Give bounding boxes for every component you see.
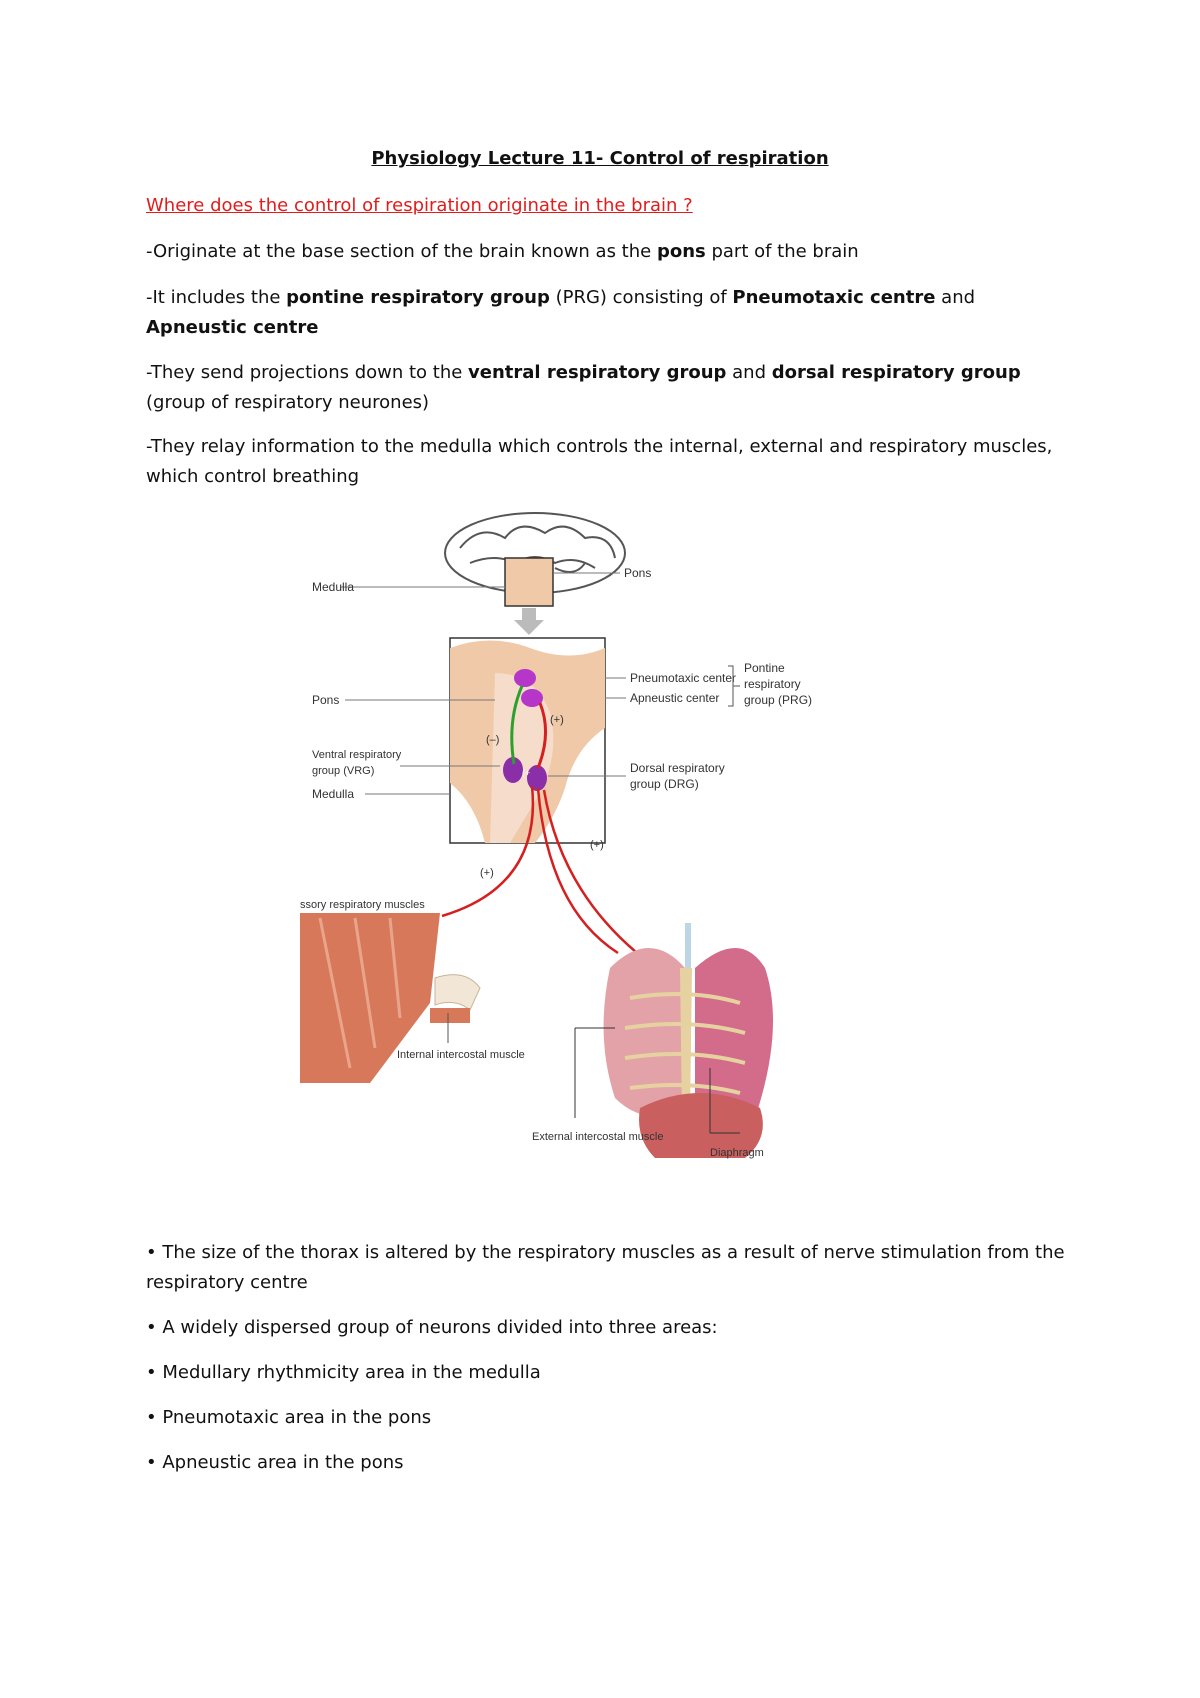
drg-marker [527,765,547,791]
paragraph-prg: -It includes the pontine respiratory gro… [146,287,976,338]
paragraph-projections: -They send projections down to the ventr… [146,362,1021,413]
pneumotaxic-center-marker [514,669,536,687]
down-arrow-icon [514,608,544,635]
label-prg-line2: respiratory [744,677,801,691]
label-accessory: ssory respiratory muscles [300,899,425,911]
paragraph-pons-origin: -Originate at the base section of the br… [146,241,859,262]
diaphragm-shape [639,1093,763,1158]
label-apneustic: Apneustic center [630,691,719,705]
label-external-intercostal: External intercostal muscle [532,1131,663,1143]
label-plus-center: (+ [522,768,530,778]
label-minus: (–) [486,734,499,746]
accessory-muscle-shape [300,913,440,1083]
bullet-three-areas: • A widely dispersed group of neurons di… [146,1317,718,1338]
label-diaphragm: Diaphragm [710,1147,764,1159]
section-question: Where does the control of respiration or… [146,195,693,216]
trachea-shape [685,923,691,973]
label-medulla-mid: Medulla [312,787,354,801]
label-plus-pons: (+) [550,714,564,726]
label-medulla-top: Medulla [312,580,354,594]
left-lung-shape [695,948,773,1121]
right-lung-shape [603,948,685,1116]
label-plus-left: (+) [480,867,494,879]
apneustic-center-marker [521,689,543,707]
label-vrg-line1: Ventral respiratory [312,749,402,761]
bullet-thorax-size: • The size of the thorax is altered by t… [146,1242,1065,1293]
label-prg-line3: group (PRG) [744,693,812,707]
bullet-medullary-area: • Medullary rhythmicity area in the medu… [146,1362,541,1383]
paragraph-medulla-relay: -They relay information to the medulla w… [146,436,1053,487]
label-pons-top: Pons [624,566,651,580]
label-vrg-line2: group (VRG) [312,765,374,777]
label-pneumotaxic: Pneumotaxic center [630,671,736,685]
brain-outline-icon [444,512,626,607]
label-pons-mid: Pons [312,693,339,707]
page-title: Physiology Lecture 11- Control of respir… [371,148,829,169]
vrg-marker [503,757,523,783]
respiration-control-figure: Medulla Pons Pneumotaxic center Apneusti… [300,512,812,1159]
label-internal-intercostal: Internal intercostal muscle [397,1049,525,1061]
label-plus-right: (+) [590,839,604,851]
label-drg-line1: Dorsal respiratory [630,761,725,775]
label-prg-line1: Pontine [744,661,785,675]
bullet-pneumotaxic-area: • Pneumotaxic area in the pons [146,1407,432,1428]
bullet-apneustic-area: • Apneustic area in the pons [146,1452,404,1473]
label-drg-line2: group (DRG) [630,777,699,791]
